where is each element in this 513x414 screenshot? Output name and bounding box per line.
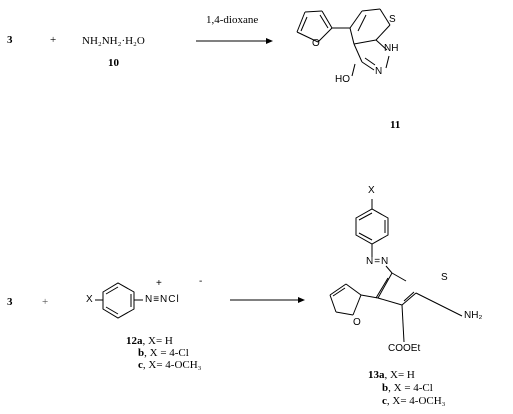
chloride-minus-charge: - xyxy=(199,276,203,287)
furan-o-atom-13: O xyxy=(353,317,361,328)
reagent-10-label: 10 xyxy=(108,57,119,69)
aryl-ring-13 xyxy=(355,199,393,274)
thiophene-ring-13 xyxy=(375,272,463,343)
thiophene-s-atom-13: S xyxy=(441,272,448,283)
variant-label: c xyxy=(138,359,143,371)
thiophene-s-atom: S xyxy=(389,14,396,25)
plus-sign-2: + xyxy=(42,296,49,308)
furan-o-atom: O xyxy=(312,38,320,49)
diazonium-plus-charge: + xyxy=(156,278,162,289)
variant-13a: 13a, X= H xyxy=(368,370,415,381)
reaction-condition: 1,4-dioxane xyxy=(206,14,259,26)
variant-13c: c, X= 4-OCH₃ xyxy=(382,396,446,407)
variant-label: 12a xyxy=(126,335,143,347)
furan-ring-13 xyxy=(329,283,379,316)
plus-sign: + xyxy=(50,34,57,46)
variant-text: , X= H xyxy=(384,369,415,381)
amino-group: NH₂ xyxy=(464,310,483,321)
variant-text: , X= 4-OCH₃ xyxy=(386,395,446,407)
diazonium-benzene-ring xyxy=(95,282,143,319)
variant-text: , X = 4-Cl xyxy=(388,382,433,394)
variant-text: , X = 4-Cl xyxy=(144,347,189,359)
variant-13b: b, X = 4-Cl xyxy=(382,383,433,394)
aryl-x-substituent: X xyxy=(368,185,375,196)
reactant-3-label: 3 xyxy=(7,34,13,46)
variant-12a: 12a, X= H xyxy=(126,336,173,347)
product-11-label: 11 xyxy=(390,119,401,131)
azo-group: N=N xyxy=(366,256,390,267)
variant-label: b xyxy=(138,347,145,359)
pyrazole-nh-atom: NH xyxy=(384,43,399,54)
variant-12c: c, X= 4-OCH₃ xyxy=(138,360,202,371)
variant-text: , X= 4-OCH₃ xyxy=(142,359,202,371)
reaction-arrow-2 xyxy=(230,297,305,303)
hydroxyl-group: HO xyxy=(335,74,350,85)
variant-label: c xyxy=(382,395,387,407)
thienopyrazole-11 xyxy=(332,8,391,77)
variant-12b: b, X = 4-Cl xyxy=(138,348,189,359)
reactant-3-label-2: 3 xyxy=(7,296,13,308)
variant-label: 13a xyxy=(368,369,385,381)
variant-text: , X= H xyxy=(142,335,173,347)
ester-group: COOEt xyxy=(388,343,421,354)
pyrazole-n-atom: N xyxy=(375,66,383,77)
variant-label: b xyxy=(382,382,389,394)
diazonium-x-substituent: X xyxy=(86,294,93,305)
furan-ring-11 xyxy=(296,10,333,43)
hydrazine-hydrate-formula: NH₂NH₂·H₂O xyxy=(82,35,145,47)
diazonium-group: N≡NCl xyxy=(145,294,180,305)
reaction-arrow-1 xyxy=(196,38,273,44)
